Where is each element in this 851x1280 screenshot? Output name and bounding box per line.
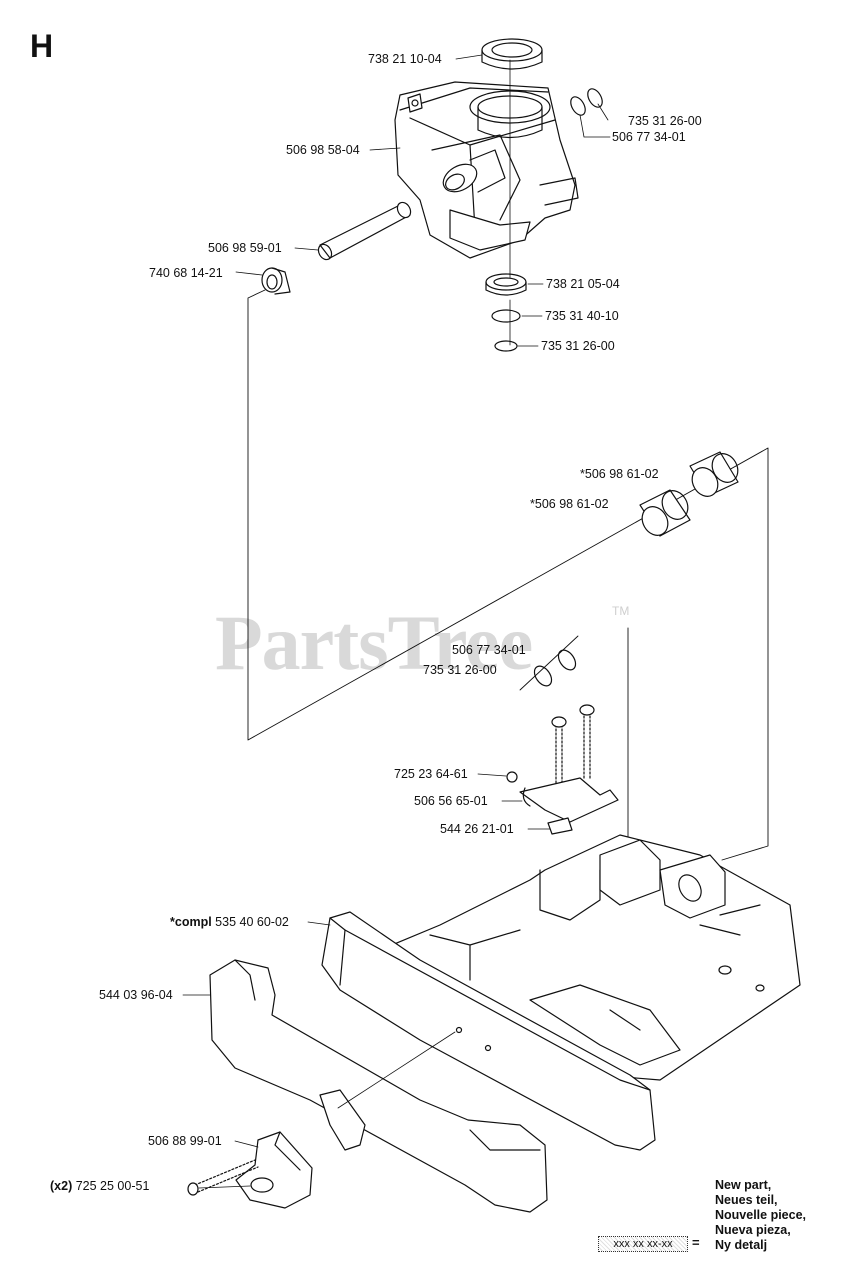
new-part-legend: New part, Neues teil, Nouvelle piece, Nu… <box>715 1178 806 1253</box>
part-label-725-23-64-61[interactable]: 725 23 64-61 <box>394 767 468 781</box>
part-label-506-77-34-01-top[interactable]: 506 77 34-01 <box>612 130 686 144</box>
part-label-735-31-26-00-mid[interactable]: 735 31 26-00 <box>423 663 497 677</box>
part-label-506-98-61-02-a[interactable]: *506 98 61-02 <box>580 467 659 481</box>
lower-bearing-stack <box>485 59 527 352</box>
part-label-506-77-34-01-mid[interactable]: 506 77 34-01 <box>452 643 526 657</box>
rear-bumper <box>321 911 656 1151</box>
front-bumper <box>209 959 548 1213</box>
hitch-bolt <box>187 1159 259 1196</box>
legend-line: Nueva pieza, <box>715 1223 791 1237</box>
legend-equals: = <box>692 1235 700 1250</box>
part-label-506-98-59-01[interactable]: 506 98 59-01 <box>208 241 282 255</box>
qty-number: 725 25 00-51 <box>75 1179 150 1193</box>
part-label-544-26-21-01[interactable]: 544 26 21-01 <box>440 822 514 836</box>
part-label-506-88-99-01[interactable]: 506 88 99-01 <box>148 1134 222 1148</box>
upper-rings <box>570 88 603 116</box>
part-label-506-98-61-02-b[interactable]: *506 98 61-02 <box>530 497 609 511</box>
part-label-735-31-26-00-top[interactable]: 735 31 26-00 <box>628 114 702 128</box>
part-label-738-21-10-04[interactable]: 738 21 10-04 <box>368 52 442 66</box>
part-label-740-68-14-21[interactable]: 740 68 14-21 <box>149 266 223 280</box>
bolts-bracket <box>506 704 619 835</box>
part-label-735-31-40-10[interactable]: 735 31 40-10 <box>545 309 619 323</box>
legend-line: Neues teil, <box>715 1193 778 1207</box>
compl-number: 535 40 60-02 <box>215 915 289 929</box>
qty-prefix: (x2) <box>50 1179 73 1193</box>
part-label-506-98-58-04[interactable]: 506 98 58-04 <box>286 143 360 157</box>
part-label-535-40-60-02[interactable]: *compl 535 40 60-02 <box>170 915 289 929</box>
leader-lines <box>182 54 611 1189</box>
watermark: PartsTree <box>215 599 533 686</box>
left-bushing <box>261 267 291 295</box>
section-letter: H <box>30 28 54 64</box>
part-label-544-03-96-04[interactable]: 544 03 96-04 <box>99 988 173 1002</box>
hitch <box>235 1089 366 1209</box>
mid-rings <box>533 649 577 687</box>
watermark-tm: TM <box>612 604 630 618</box>
legend-line: New part, <box>715 1178 772 1192</box>
legend-line: Nouvelle piece, <box>715 1208 807 1222</box>
compl-prefix: *compl <box>170 915 212 929</box>
part-label-725-25-00-51[interactable]: (x2) 725 25 00-51 <box>50 1179 149 1193</box>
legend-placeholder-box: xxx xx xx-xx <box>598 1236 688 1252</box>
upper-housing <box>394 81 579 259</box>
shaft <box>317 201 412 261</box>
part-label-738-21-05-04[interactable]: 738 21 05-04 <box>546 277 620 291</box>
legend-line: Ny detalj <box>715 1238 768 1252</box>
bushings <box>639 451 739 537</box>
part-label-506-56-65-01[interactable]: 506 56 65-01 <box>414 794 488 808</box>
part-label-735-31-26-00-lower[interactable]: 735 31 26-00 <box>541 339 615 353</box>
top-bearing <box>481 38 543 70</box>
